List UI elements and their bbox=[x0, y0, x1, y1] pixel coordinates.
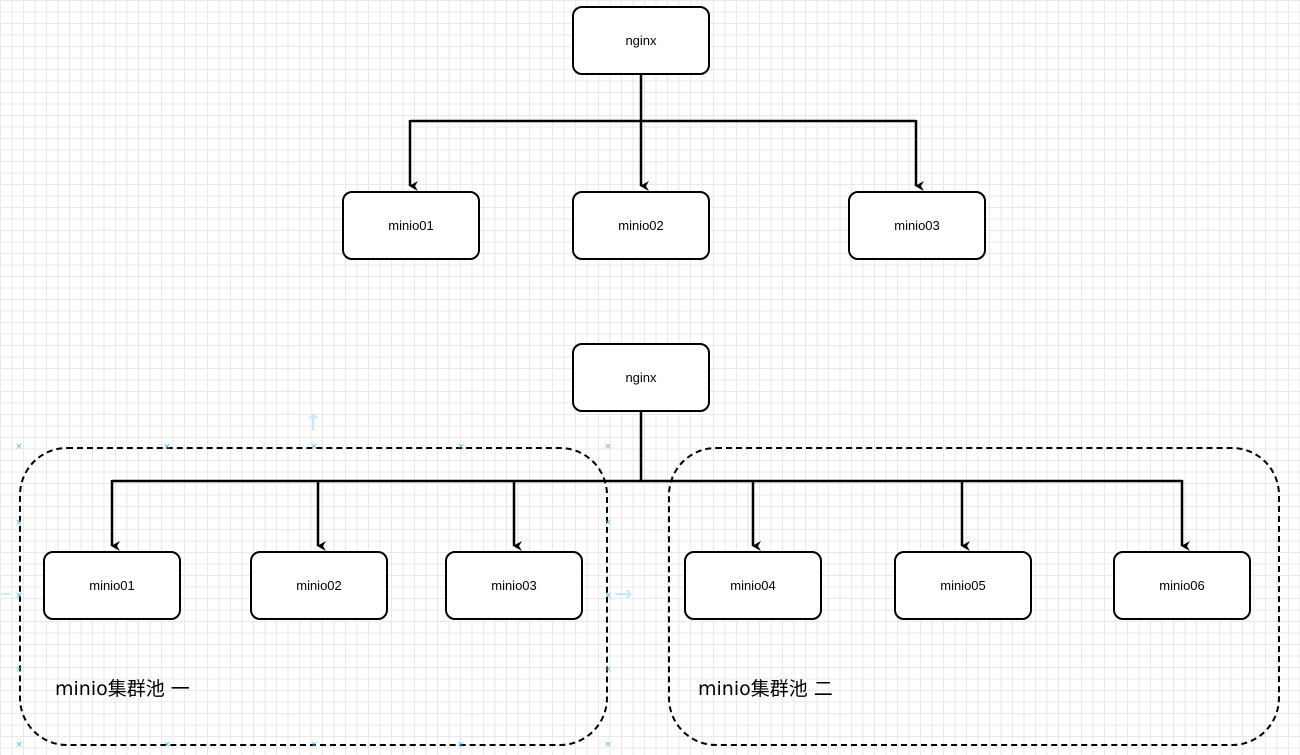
pool-two-container[interactable] bbox=[668, 447, 1280, 746]
selection-handle-icon[interactable]: × bbox=[15, 442, 23, 452]
selection-handle-icon[interactable]: × bbox=[163, 442, 171, 452]
selection-handle-icon[interactable]: × bbox=[457, 740, 465, 750]
selection-handle-icon[interactable]: × bbox=[15, 740, 23, 750]
top-minio02-node[interactable]: minio02 bbox=[572, 191, 710, 260]
selection-handle-icon[interactable]: × bbox=[15, 591, 23, 601]
selection-handle-icon[interactable]: × bbox=[457, 442, 465, 452]
top-connectors bbox=[408, 75, 924, 191]
selection-handle-icon[interactable]: × bbox=[310, 442, 318, 452]
bottom-minio03-node[interactable]: minio03 bbox=[445, 551, 583, 620]
node-label: minio01 bbox=[89, 578, 135, 593]
bottom-minio05-node[interactable]: minio05 bbox=[894, 551, 1032, 620]
top-nginx-node[interactable]: nginx bbox=[572, 6, 710, 75]
node-label: minio05 bbox=[940, 578, 986, 593]
connect-arrow-left-icon[interactable]: → bbox=[0, 584, 10, 606]
selection-handle-icon[interactable]: × bbox=[310, 740, 318, 750]
selection-handle-icon[interactable]: × bbox=[604, 518, 612, 528]
selection-handle-icon[interactable]: × bbox=[604, 665, 612, 675]
top-minio01-node[interactable]: minio01 bbox=[342, 191, 480, 260]
pool-one-label: minio集群池 一 bbox=[55, 678, 190, 700]
bottom-minio01-node[interactable]: minio01 bbox=[43, 551, 181, 620]
bottom-nginx-node[interactable]: nginx bbox=[572, 343, 710, 412]
node-label: minio06 bbox=[1159, 578, 1205, 593]
bottom-minio04-node[interactable]: minio04 bbox=[684, 551, 822, 620]
pool-one-container[interactable] bbox=[19, 447, 608, 746]
node-label: minio02 bbox=[296, 578, 342, 593]
node-label: minio04 bbox=[730, 578, 776, 593]
selection-handle-icon[interactable]: × bbox=[604, 740, 612, 750]
selection-handle-icon[interactable]: × bbox=[604, 442, 612, 452]
selection-handle-icon[interactable]: × bbox=[163, 740, 171, 750]
node-label: minio03 bbox=[491, 578, 537, 593]
selection-handle-icon[interactable]: × bbox=[15, 518, 23, 528]
node-label: minio03 bbox=[894, 218, 940, 233]
pool-two-label: minio集群池 二 bbox=[698, 678, 833, 700]
node-label: nginx bbox=[625, 33, 657, 48]
bottom-minio06-node[interactable]: minio06 bbox=[1113, 551, 1251, 620]
selection-handle-icon[interactable]: × bbox=[604, 591, 612, 601]
bottom-minio02-node[interactable]: minio02 bbox=[250, 551, 388, 620]
connect-arrow-right-icon[interactable]: → bbox=[614, 582, 633, 607]
selection-handle-icon[interactable]: × bbox=[15, 665, 23, 675]
top-minio03-node[interactable]: minio03 bbox=[848, 191, 986, 260]
node-label: nginx bbox=[625, 370, 657, 385]
node-label: minio02 bbox=[618, 218, 664, 233]
connect-arrow-up-icon[interactable]: ↑ bbox=[304, 411, 323, 436]
node-label: minio01 bbox=[388, 218, 434, 233]
